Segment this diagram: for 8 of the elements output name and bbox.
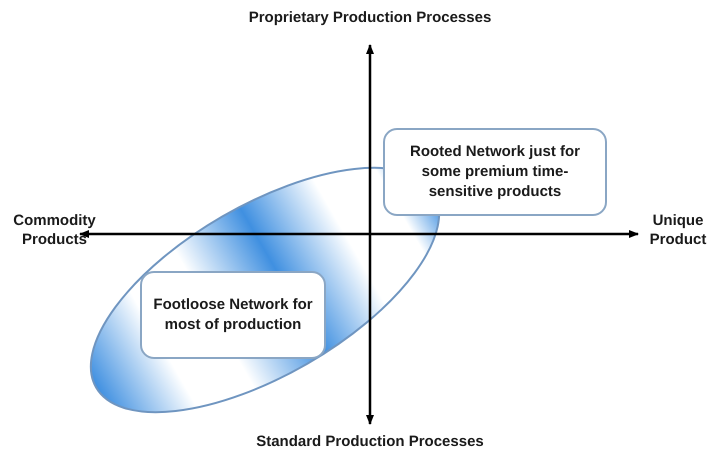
text-box bbox=[383, 128, 607, 216]
box-text: Footloose Network for most of production bbox=[152, 295, 314, 335]
box-text: Rooted Network just for some premium time-sensitive products bbox=[408, 142, 581, 202]
axis-label: Unique Product bbox=[648, 211, 708, 249]
text-box bbox=[140, 271, 326, 359]
axis-label: Commodity Products bbox=[12, 211, 97, 249]
axis-label: Proprietary Production Processes bbox=[248, 8, 492, 27]
axis-label: Standard Production Processes bbox=[255, 432, 485, 451]
